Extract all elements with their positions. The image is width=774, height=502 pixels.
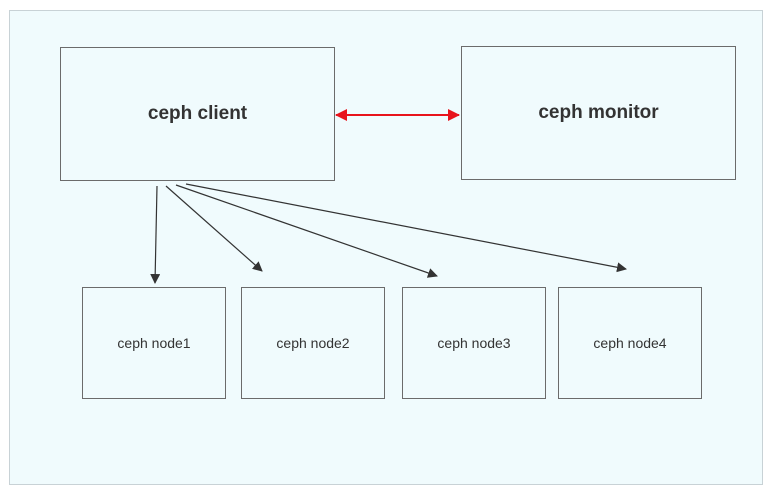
ceph-node4-box: ceph node4 bbox=[558, 287, 702, 399]
ceph-node3-label: ceph node3 bbox=[437, 335, 511, 351]
ceph-node2-box: ceph node2 bbox=[241, 287, 385, 399]
client-node4-arrow bbox=[185, 183, 627, 273]
ceph-node2-label: ceph node2 bbox=[276, 335, 350, 351]
ceph-node1-box: ceph node1 bbox=[82, 287, 226, 399]
ceph-monitor-label: ceph monitor bbox=[538, 102, 659, 123]
ceph-node4-label: ceph node4 bbox=[593, 335, 667, 351]
client-node1-arrow bbox=[150, 185, 161, 284]
ceph-client-box: ceph client bbox=[60, 47, 335, 181]
ceph-monitor-box: ceph monitor bbox=[461, 46, 736, 180]
client-node2-arrow bbox=[165, 185, 263, 272]
ceph-client-label: ceph client bbox=[147, 103, 248, 124]
client-node3-arrow bbox=[175, 184, 438, 278]
ceph-node1-label: ceph node1 bbox=[117, 335, 191, 351]
ceph-node3-box: ceph node3 bbox=[402, 287, 546, 399]
